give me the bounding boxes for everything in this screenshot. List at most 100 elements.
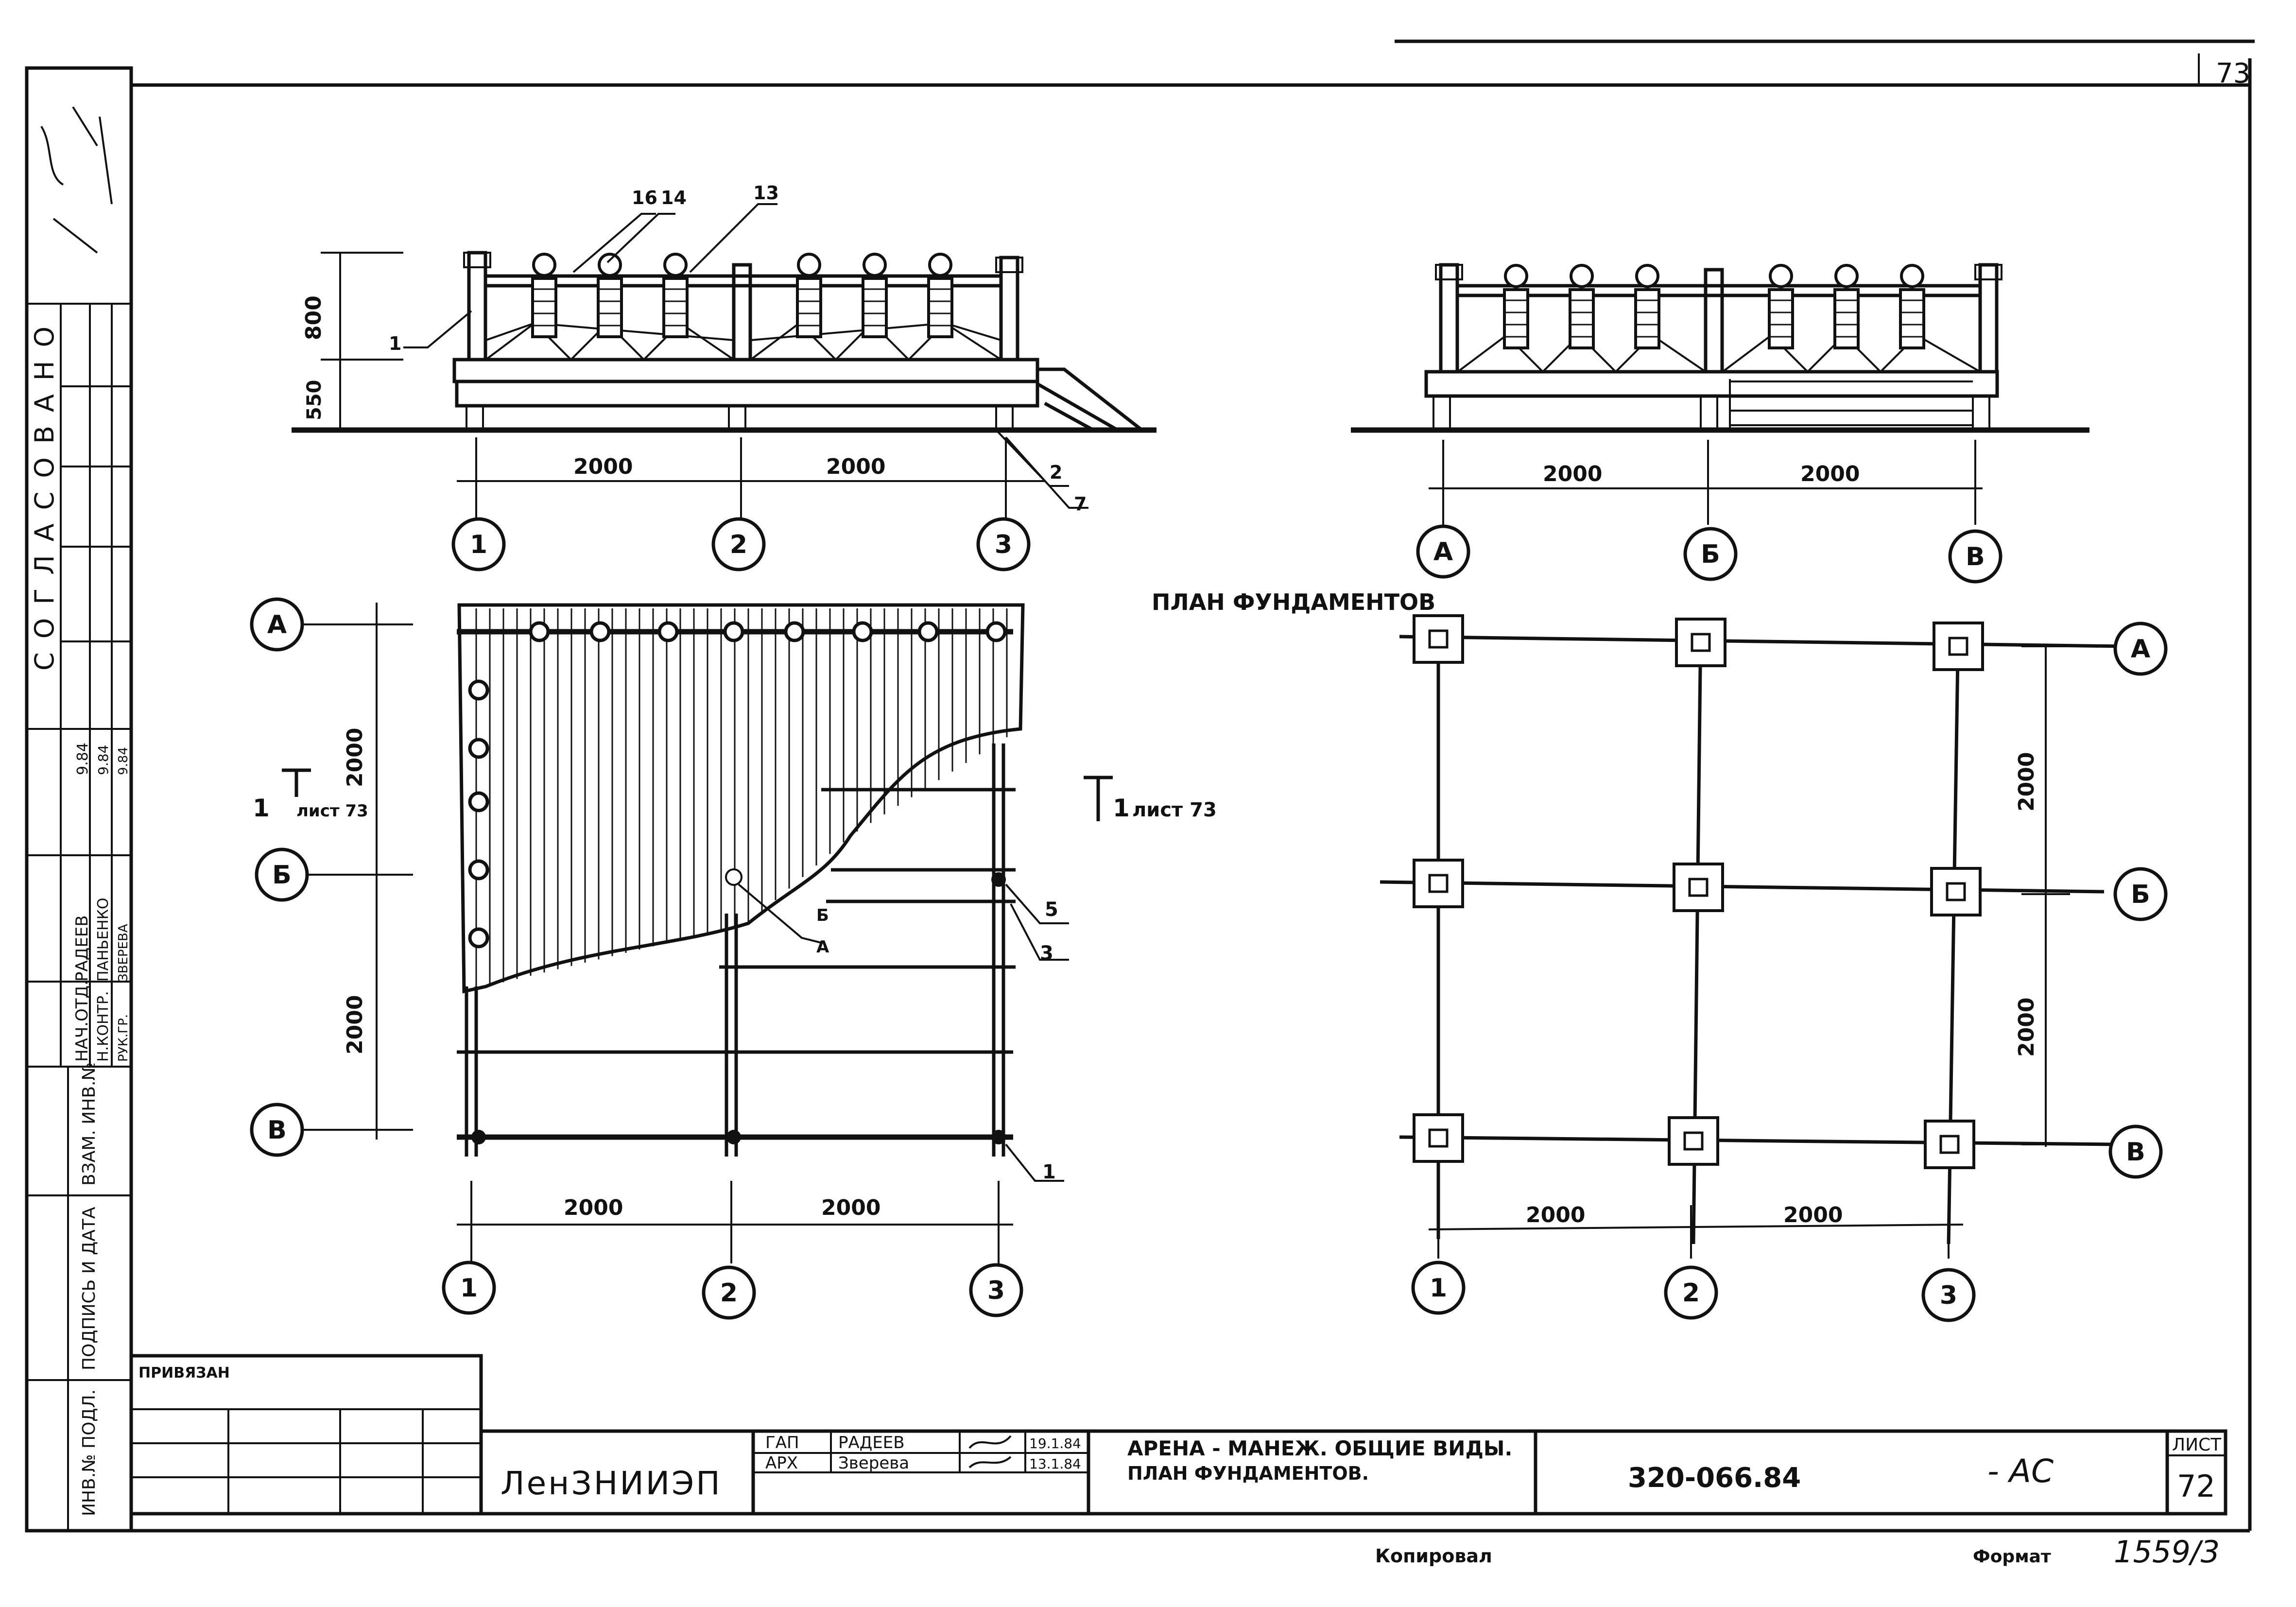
section-mark-left: 1 (253, 794, 270, 822)
bound-label: ПРИВЯЗАН (138, 1365, 230, 1382)
foundation-dim-v2: 2000 (2014, 998, 2039, 1057)
svg-text:2: 2 (1682, 1279, 1700, 1308)
plan-leader-3: 3 (1040, 942, 1053, 965)
side-role-1: НАЧ.ОТД. (72, 980, 92, 1062)
side-name-2: ПАНЬЕНКО (95, 898, 112, 982)
role-arch: АРХ (765, 1453, 798, 1473)
elev-left-axis-2: 2 (711, 517, 766, 571)
format-label: Формат (1973, 1547, 2051, 1567)
elev-right-baluster-4 (1768, 264, 1794, 349)
elev-right-baluster-3 (1634, 264, 1660, 349)
plan-leader-1: 1 (1042, 1161, 1056, 1183)
title-line-2: ПЛАН ФУНДАМЕНТОВ. (1127, 1463, 1369, 1484)
title-line-1: АРЕНА - МАНЕЖ. ОБЩИЕ ВИДЫ. (1127, 1436, 1512, 1460)
deck-post-circle (784, 621, 805, 642)
svg-text:А: А (2131, 635, 2150, 664)
leader-1: 1 (389, 333, 401, 354)
section-mark-right: 1 (1113, 794, 1130, 822)
footing (1413, 1113, 1464, 1163)
side-date-3: 9.84 (116, 747, 131, 775)
svg-text:1: 1 (460, 1274, 478, 1303)
deck-plan: 2000 2000 2000 2000 1 лист 73 1 лист 73 … (250, 597, 1217, 1320)
deck-post-circle (985, 621, 1007, 642)
footing (1675, 618, 1726, 667)
foundation-col-axis-1: 1 (1411, 1261, 1466, 1315)
elev-left-baluster-3 (662, 253, 689, 338)
deck-post-dot (991, 872, 1006, 887)
elev-left-baluster-5 (862, 253, 888, 338)
svg-text:3: 3 (1940, 1281, 1957, 1310)
inner-mark-bottom: А (816, 937, 829, 957)
deck-post-circle (468, 859, 489, 881)
footing (1668, 1116, 1719, 1166)
deck-planks (475, 608, 1008, 986)
foundation-footings (1413, 614, 1984, 1169)
deck-post-circle (657, 621, 679, 642)
deck-post-circle (852, 621, 873, 642)
svg-text:Б: Б (2131, 880, 2150, 909)
deck-post-circle (917, 621, 939, 642)
elev-left-baluster-6 (927, 253, 953, 338)
elev-right-span-1: 2000 (1543, 462, 1602, 486)
deck-post-dot (991, 1130, 1006, 1144)
foundation-plan-title: ПЛАН ФУНДАМЕНТОВ (1152, 589, 1435, 615)
side-role-3: РУК.ГР. (116, 1014, 131, 1062)
sign-date-label: ПОДПИСЬ И ДАТА (79, 1207, 99, 1370)
plan-left-col-axis-1: 1 (442, 1261, 496, 1315)
leader-7: 7 (1074, 493, 1087, 515)
plan-left-dim-h2: 2000 (821, 1195, 880, 1220)
format-value: 1559/3 (2114, 1534, 2220, 1570)
foundation-dim-h2: 2000 (1783, 1203, 1843, 1227)
title-block: ПРИВЯЗАН ЛенЗНИИЭП ГАП АРХ РАДЕЕВ Зверев… (129, 1354, 2227, 1516)
elev-right-baluster-6 (1899, 264, 1925, 349)
leader-14: 14 (661, 187, 687, 208)
elevation-right-posts (1503, 264, 1925, 349)
plan-left-dim-v1: 2000 (343, 728, 367, 787)
section-sheet-right: лист 73 (1132, 799, 1217, 821)
name-gap: РАДЕЕВ (838, 1433, 905, 1452)
copied-label: Копировал (1375, 1545, 1492, 1567)
deck-post-circles (468, 621, 1007, 1144)
foundation-col-axis-2: 2 (1664, 1265, 1718, 1320)
elev-left-span-1: 2000 (573, 454, 633, 479)
svg-text:Б: Б (272, 861, 292, 890)
elev-left-axis-3: 3 (976, 517, 1031, 571)
svg-text:3: 3 (987, 1276, 1005, 1305)
footing (1413, 859, 1464, 908)
plan-left-dim-v2: 2000 (343, 995, 367, 1054)
elev-right-axis-2: Б (1683, 527, 1738, 581)
foundation-col-axis-3: 3 (1921, 1268, 1976, 1322)
elev-right-baluster-1 (1503, 264, 1529, 349)
foundation-dim-v1: 2000 (2014, 752, 2039, 812)
elev-right-axis-1: А (1416, 524, 1470, 579)
plan-left-row-axis-3: В (250, 1103, 304, 1157)
foundation-dim-h1: 2000 (1526, 1203, 1585, 1227)
deck-post-circle (468, 791, 489, 812)
elev-left-baluster-2 (597, 253, 623, 338)
plan-left-dim-h1: 2000 (564, 1195, 623, 1220)
svg-text:В: В (267, 1116, 287, 1145)
plan-left-col-axis-3: 3 (969, 1263, 1023, 1317)
foundation-row-axis-3: В (2108, 1124, 2163, 1179)
elev-right-baluster-5 (1833, 264, 1860, 349)
plan-left-row-axis-2: Б (255, 847, 309, 902)
svg-text:1: 1 (1430, 1274, 1447, 1303)
deck-post-circle (589, 621, 611, 642)
inner-mark-top: Б (816, 906, 829, 925)
elev-right-span-2: 2000 (1800, 462, 1860, 486)
side-name-3: ЗВЕРЕВА (116, 924, 131, 982)
elevation-left-posts (531, 253, 953, 338)
deck-post-circle (468, 679, 489, 701)
foundation-row-axis-2: Б (2113, 867, 2168, 921)
plan-left-col-axis-2: 2 (702, 1265, 756, 1320)
agreed-label: СОГЛАСОВАНО (29, 313, 60, 671)
elev-left-span-2: 2000 (826, 454, 885, 479)
footing (1673, 863, 1724, 912)
svg-text:Б: Б (1701, 540, 1720, 569)
deck-post-dot (471, 1130, 486, 1144)
footing (1924, 1120, 1975, 1169)
